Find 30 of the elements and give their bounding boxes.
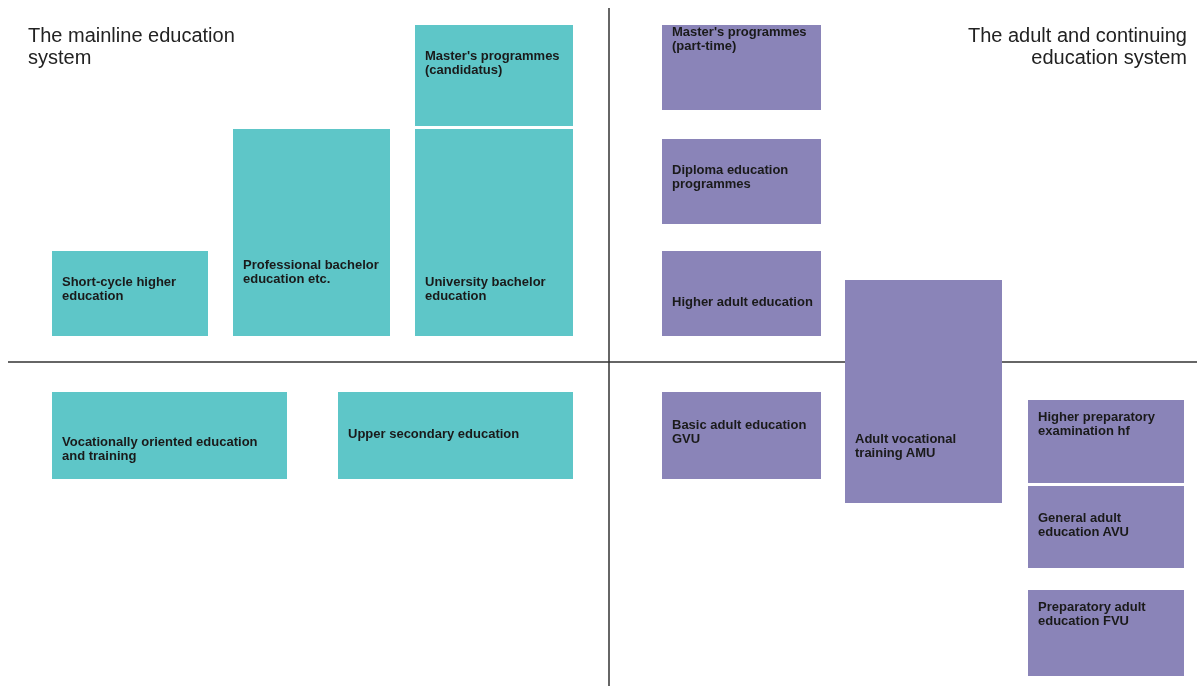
program-label: Higher adult education [672, 295, 814, 310]
program-label: Adult vocational training AMU [855, 432, 958, 461]
program-box [52, 251, 208, 336]
program-box [338, 392, 573, 479]
program-box [1028, 400, 1184, 483]
section-heading: The adult and continuing education system [966, 24, 1187, 68]
program-label: Vocationally oriented education and training [62, 435, 259, 464]
program-box [845, 280, 1002, 503]
program-label: Upper secondary education [348, 427, 521, 442]
program-box [662, 139, 821, 224]
program-label: Master's programmes (candidatus) [425, 49, 561, 78]
program-label: Higher preparatory examination hf [1038, 410, 1157, 439]
program-box [1028, 590, 1184, 676]
program-label: Master's programmes (part-time) [672, 25, 808, 54]
program-box [415, 129, 573, 336]
program-box [233, 129, 390, 336]
program-label: Diploma education programmes [672, 163, 790, 192]
program-box [662, 392, 821, 479]
program-box [415, 25, 573, 126]
program-label: Professional bachelor education etc. [243, 258, 380, 287]
section-heading: The mainline education system [28, 24, 236, 68]
program-box [662, 25, 821, 110]
program-box [52, 392, 287, 479]
program-label: General adult education AVU [1038, 511, 1130, 540]
program-label: Preparatory adult education FVU [1038, 600, 1147, 629]
program-box [1028, 486, 1184, 568]
program-label: University bachelor education [425, 275, 547, 304]
program-box [662, 251, 821, 336]
program-label: Basic adult education GVU [672, 418, 808, 447]
program-label: Short-cycle higher education [62, 275, 178, 304]
